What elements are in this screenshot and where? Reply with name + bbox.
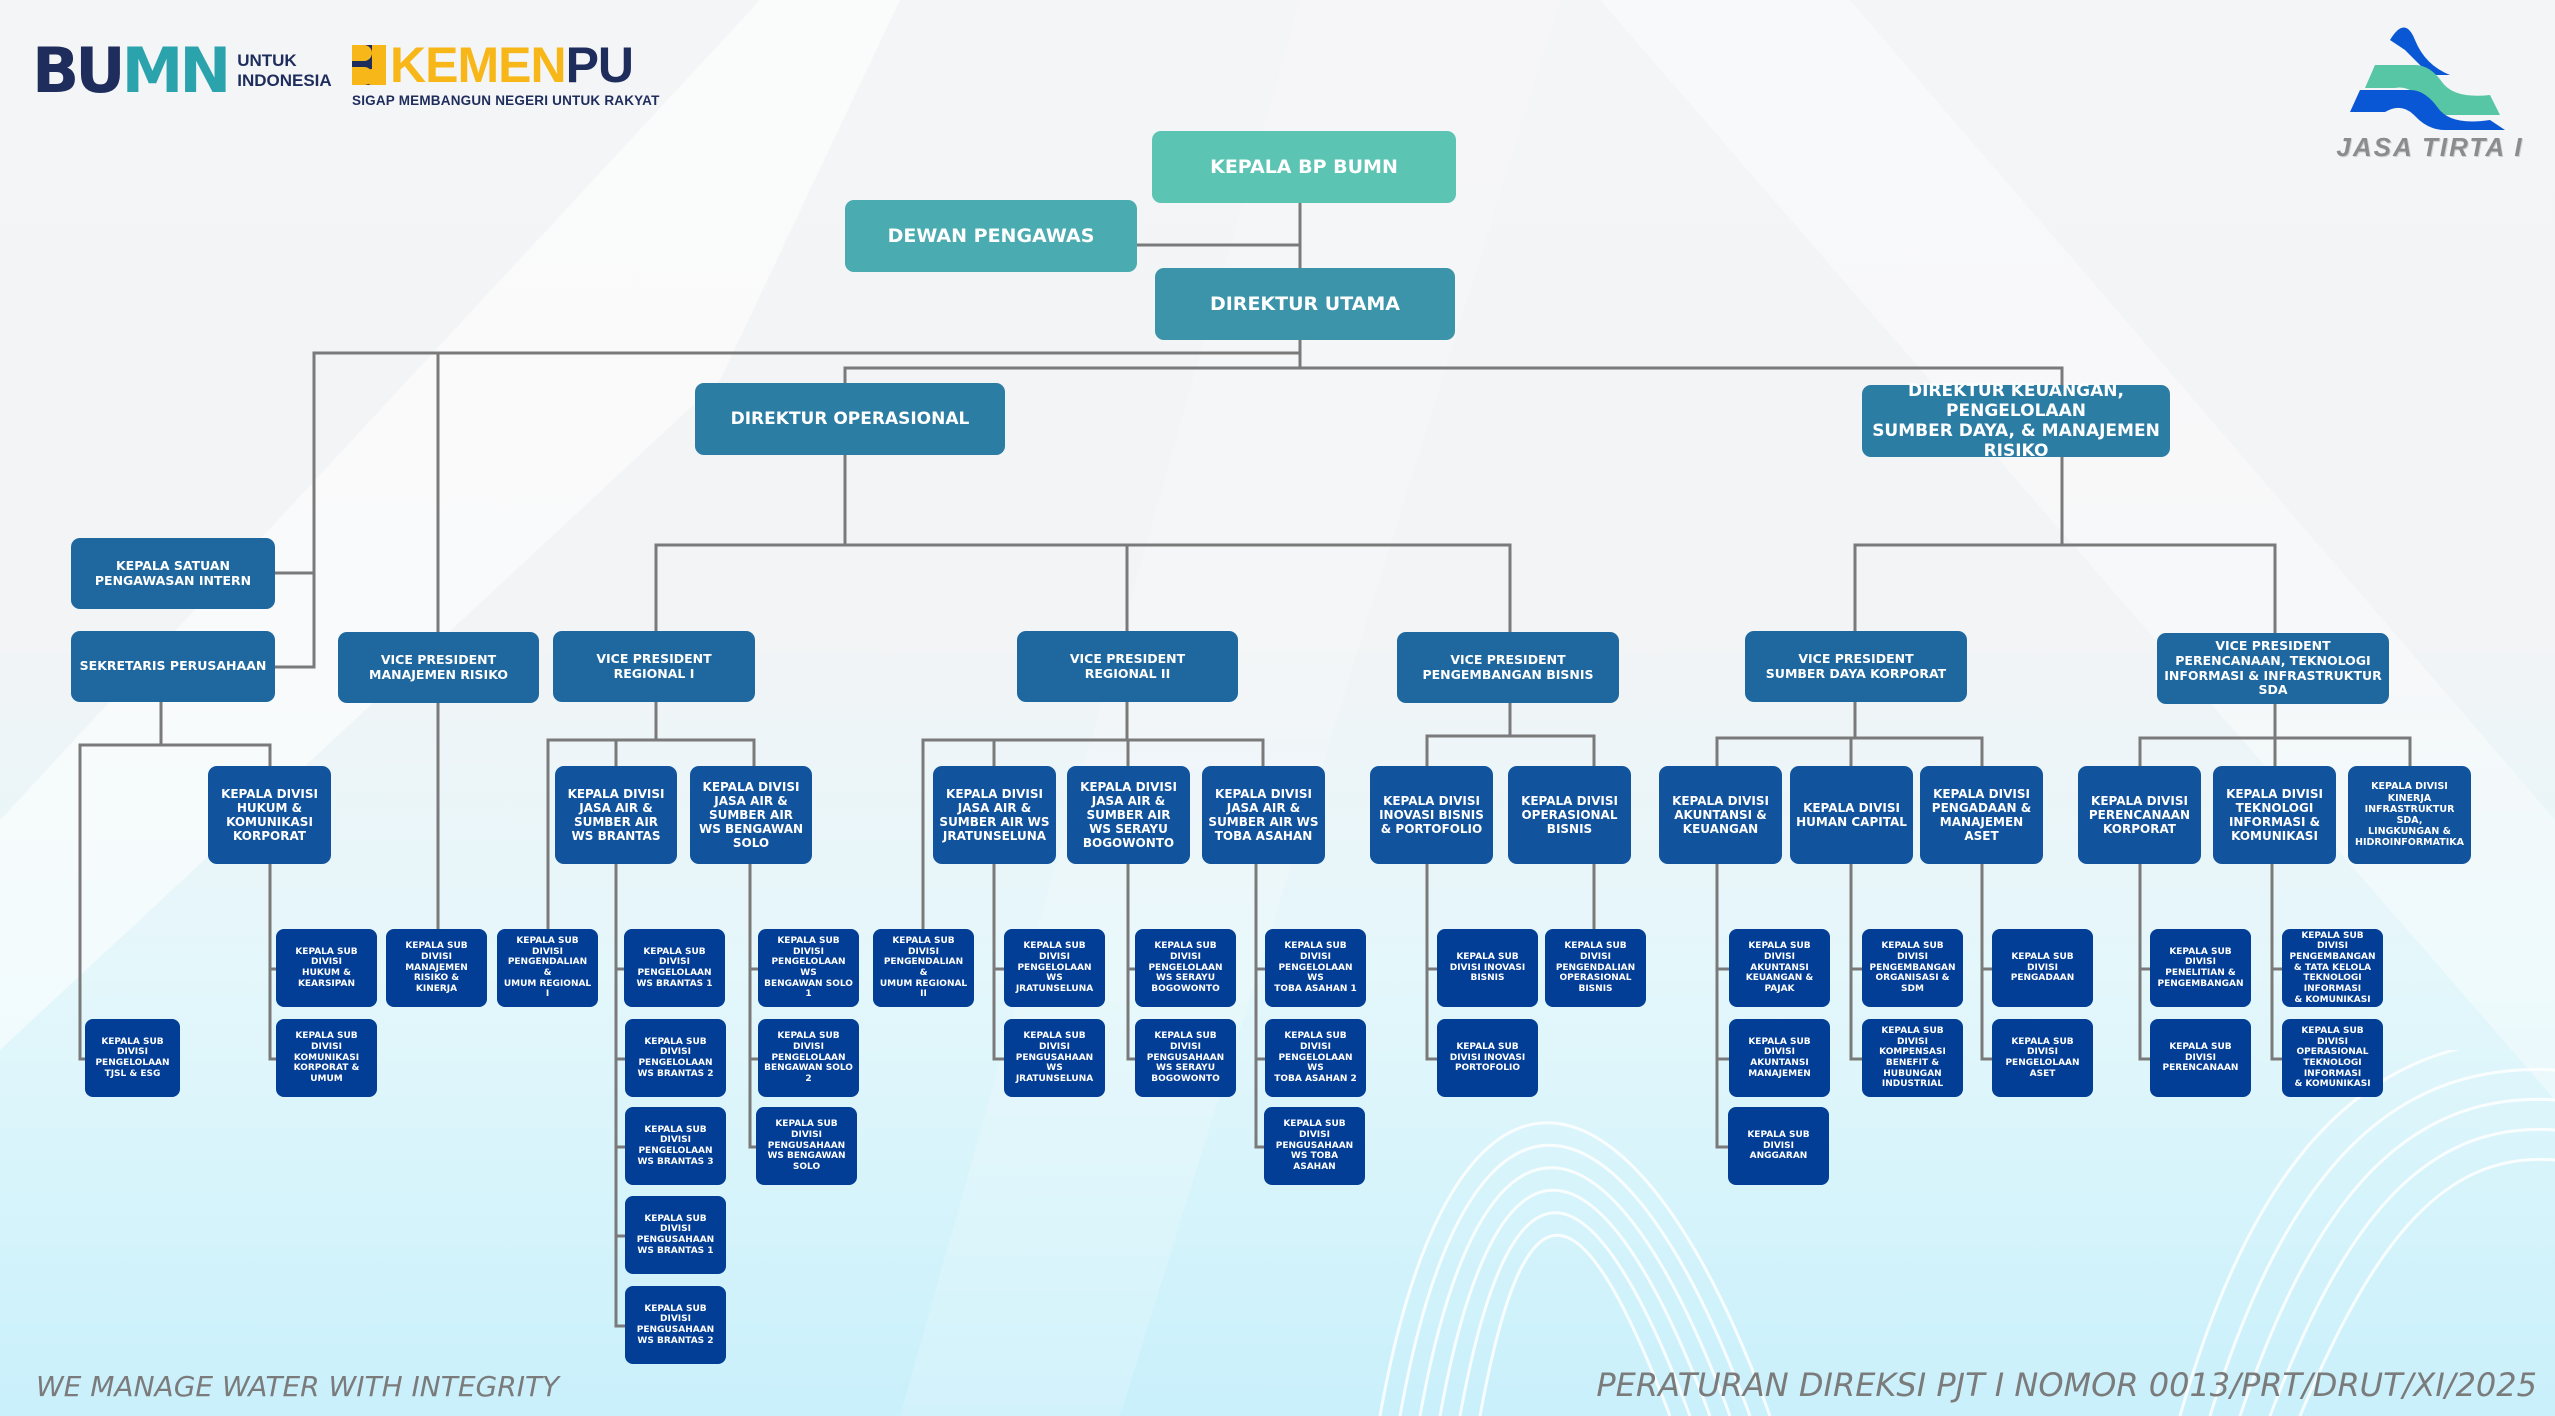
bumn-tagline-line2: INDONESIA: [237, 71, 332, 90]
bumn-letter-b: B: [32, 34, 79, 107]
org-box-vp-manajemen-risiko[interactable]: VICE PRESIDENT MANAJEMEN RISIKO: [338, 632, 539, 703]
org-box-sub-brantas-p3[interactable]: KEPALA SUB DIVISI PENGELOLAAN WS BRANTAS…: [625, 1107, 726, 1185]
org-box-sub-op-ti[interactable]: KEPALA SUB DIVISI OPERASIONAL TEKNOLOGI …: [2282, 1019, 2383, 1097]
bumn-tagline: UNTUK INDONESIA: [237, 51, 331, 90]
bumn-wordmark: BUMN: [32, 40, 231, 102]
org-box-div-ti[interactable]: KEPALA DIVISI TEKNOLOGI INFORMASI & KOMU…: [2213, 766, 2336, 864]
org-box-sub-toba-p2[interactable]: KEPALA SUB DIVISI PENGELOLAAN WS TOBA AS…: [1265, 1019, 1366, 1097]
org-box-sub-anggaran[interactable]: KEPALA SUB DIVISI ANGGARAN: [1728, 1107, 1829, 1185]
org-box-div-serayu[interactable]: KEPALA DIVISI JASA AIR & SUMBER AIR WS S…: [1067, 766, 1190, 864]
org-box-div-jratun[interactable]: KEPALA DIVISI JASA AIR & SUMBER AIR WS J…: [933, 766, 1056, 864]
bumn-tagline-line1: UNTUK: [237, 51, 297, 71]
org-box-div-kinerja[interactable]: KEPALA DIVISI KINERJA INFRASTRUKTUR SDA,…: [2348, 766, 2471, 864]
bumn-letter-u: U: [75, 34, 125, 107]
org-box-sub-pu-reg2[interactable]: KEPALA SUB DIVISI PENGENDALIAN & UMUM RE…: [873, 929, 974, 1007]
org-box-div-brantas[interactable]: KEPALA DIVISI JASA AIR & SUMBER AIR WS B…: [555, 766, 677, 864]
jasa-tirta-wordmark: JASA TIRTA I: [2336, 132, 2524, 162]
org-box-div-pengadaan[interactable]: KEPALA DIVISI PENGADAAN & MANAJEMEN ASET: [1920, 766, 2043, 864]
org-box-sub-kompensasi[interactable]: KEPALA SUB DIVISI KOMPENSASI BENEFIT & H…: [1862, 1019, 1963, 1097]
wave-decoration: [1378, 1050, 2555, 1416]
bumn-letters-mn: MN: [121, 34, 232, 107]
org-box-div-hukum[interactable]: KEPALA DIVISI HUKUM & KOMUNIKASI KORPORA…: [208, 766, 331, 864]
footer-regulation: PERATURAN DIREKSI PJT I NOMOR 0013/PRT/D…: [1596, 1366, 2537, 1404]
org-box-sub-brantas-u2[interactable]: KEPALA SUB DIVISI PENGUSAHAAN WS BRANTAS…: [625, 1286, 726, 1364]
org-box-vp-pengembangan-bisnis[interactable]: VICE PRESIDENT PENGEMBANGAN BISNIS: [1397, 632, 1619, 703]
org-box-sub-jratun-p[interactable]: KEPALA SUB DIVISI PENGELOLAAN WS JRATUNS…: [1004, 929, 1105, 1007]
jasa-tirta-logo: JASA TIRTA I: [2320, 20, 2540, 163]
org-box-dewan-pengawas[interactable]: DEWAN PENGAWAS: [845, 200, 1137, 272]
org-box-sub-brantas-u1[interactable]: KEPALA SUB DIVISI PENGUSAHAAN WS BRANTAS…: [625, 1196, 726, 1274]
org-box-sub-perencanaan[interactable]: KEPALA SUB DIVISI PERENCANAAN: [2150, 1019, 2251, 1097]
org-box-sub-toba-p1[interactable]: KEPALA SUB DIVISI PENGELOLAAN WS TOBA AS…: [1265, 929, 1366, 1007]
org-box-vp-perencanaan[interactable]: VICE PRESIDENT PERENCANAAN, TEKNOLOGI IN…: [2157, 633, 2389, 704]
org-box-div-toba[interactable]: KEPALA DIVISI JASA AIR & SUMBER AIR WS T…: [1202, 766, 1325, 864]
org-box-div-hc[interactable]: KEPALA DIVISI HUMAN CAPITAL: [1790, 766, 1913, 864]
org-box-sub-brantas-p1[interactable]: KEPALA SUB DIVISI PENGELOLAAN WS BRANTAS…: [624, 929, 725, 1007]
jasa-tirta-wave-icon: [2350, 27, 2505, 130]
org-box-sub-pengendalian-op[interactable]: KEPALA SUB DIVISI PENGENDALIAN OPERASION…: [1545, 929, 1646, 1007]
kemenpu-word-pu: PU: [565, 37, 634, 93]
org-box-sub-org-sdm[interactable]: KEPALA SUB DIVISI PENGEMBANGAN ORGANISAS…: [1862, 929, 1963, 1007]
org-box-kepala-bp-bumn[interactable]: KEPALA BP BUMN: [1152, 131, 1456, 203]
org-box-sub-tjsl[interactable]: KEPALA SUB DIVISI PENGELOLAAN TJSL & ESG: [85, 1019, 180, 1097]
org-box-div-inovasi[interactable]: KEPALA DIVISI INOVASI BISNIS & PORTOFOLI…: [1370, 766, 1493, 864]
kemenpu-word-kemen: KEMEN: [390, 37, 567, 93]
org-box-sub-bs-u[interactable]: KEPALA SUB DIVISI PENGUSAHAAN WS BENGAWA…: [756, 1107, 857, 1185]
org-box-sub-serayu-u[interactable]: KEPALA SUB DIVISI PENGUSAHAAN WS SERAYU …: [1135, 1019, 1236, 1097]
org-box-sub-aset[interactable]: KEPALA SUB DIVISI PENGELOLAAN ASET: [1992, 1019, 2093, 1097]
org-box-vp-regional-2[interactable]: VICE PRESIDENT REGIONAL II: [1017, 631, 1238, 702]
org-box-kepala-spi[interactable]: KEPALA SATUAN PENGAWASAN INTERN: [71, 538, 275, 609]
org-box-sub-serayu-p[interactable]: KEPALA SUB DIVISI PENGELOLAAN WS SERAYU …: [1135, 929, 1236, 1007]
org-box-direktur-keuangan[interactable]: DIREKTUR KEUANGAN, PENGELOLAAN SUMBER DA…: [1862, 381, 2170, 461]
org-box-vp-sdk[interactable]: VICE PRESIDENT SUMBER DAYA KORPORAT: [1745, 631, 1967, 702]
org-box-sub-brantas-p2[interactable]: KEPALA SUB DIVISI PENGELOLAAN WS BRANTAS…: [625, 1019, 726, 1097]
org-box-sub-pengadaan[interactable]: KEPALA SUB DIVISI PENGADAAN: [1992, 929, 2093, 1007]
footer-motto: WE MANAGE WATER WITH INTEGRITY: [36, 1370, 560, 1403]
org-box-sub-komkorp[interactable]: KEPALA SUB DIVISI KOMUNIKASI KORPORAT & …: [276, 1019, 377, 1097]
org-box-sub-pu-reg1[interactable]: KEPALA SUB DIVISI PENGENDALIAN & UMUM RE…: [497, 929, 598, 1007]
kemenpu-emblem-icon: [352, 45, 386, 85]
org-box-sub-hukum[interactable]: KEPALA SUB DIVISI HUKUM & KEARSIPAN: [276, 929, 377, 1007]
org-box-sub-litbang[interactable]: KEPALA SUB DIVISI PENELITIAN & PENGEMBAN…: [2150, 929, 2251, 1007]
kemenpu-tagline: SIGAP MEMBANGUN NEGERI UNTUK RAKYAT: [352, 93, 660, 108]
org-box-sub-jratun-u[interactable]: KEPALA SUB DIVISI PENGUSAHAAN WS JRATUNS…: [1004, 1019, 1105, 1097]
org-box-direktur-operasional[interactable]: DIREKTUR OPERASIONAL: [695, 383, 1005, 455]
org-box-sub-akt-man[interactable]: KEPALA SUB DIVISI AKUNTANSI MANAJEMEN: [1729, 1019, 1830, 1097]
org-box-sub-inovasi-bisnis[interactable]: KEPALA SUB DIVISI INOVASI BISNIS: [1437, 929, 1538, 1007]
org-box-sub-akt-keu[interactable]: KEPALA SUB DIVISI AKUNTANSI KEUANGAN & P…: [1729, 929, 1830, 1007]
org-box-vp-regional-1[interactable]: VICE PRESIDENT REGIONAL I: [553, 631, 755, 702]
org-box-div-bengawan[interactable]: KEPALA DIVISI JASA AIR & SUMBER AIR WS B…: [690, 766, 812, 864]
org-box-sub-bs-p2[interactable]: KEPALA SUB DIVISI PENGELOLAAN BENGAWAN S…: [758, 1019, 859, 1097]
org-box-sub-bs-p1[interactable]: KEPALA SUB DIVISI PENGELOLAAN WS BENGAWA…: [758, 929, 859, 1007]
org-box-div-opbisnis[interactable]: KEPALA DIVISI OPERASIONAL BISNIS: [1508, 766, 1631, 864]
org-box-sub-tk-ti[interactable]: KEPALA SUB DIVISI PENGEMBANGAN & TATA KE…: [2282, 929, 2383, 1007]
org-box-sub-toba-u[interactable]: KEPALA SUB DIVISI PENGUSAHAAN WS TOBA AS…: [1264, 1107, 1365, 1185]
org-box-sub-mr[interactable]: KEPALA SUB DIVISI MANAJEMEN RISIKO & KIN…: [386, 929, 487, 1007]
org-box-div-perencanaan[interactable]: KEPALA DIVISI PERENCANAAN KORPORAT: [2078, 766, 2201, 864]
bumn-logo: BUMN UNTUK INDONESIA: [32, 40, 332, 102]
org-box-sekretaris[interactable]: SEKRETARIS PERUSAHAAN: [71, 631, 275, 702]
org-box-sub-inovasi-portofolio[interactable]: KEPALA SUB DIVISI INOVASI PORTOFOLIO: [1437, 1019, 1538, 1097]
org-box-div-akuntansi[interactable]: KEPALA DIVISI AKUNTANSI & KEUANGAN: [1659, 766, 1782, 864]
org-box-direktur-utama[interactable]: DIREKTUR UTAMA: [1155, 268, 1455, 340]
